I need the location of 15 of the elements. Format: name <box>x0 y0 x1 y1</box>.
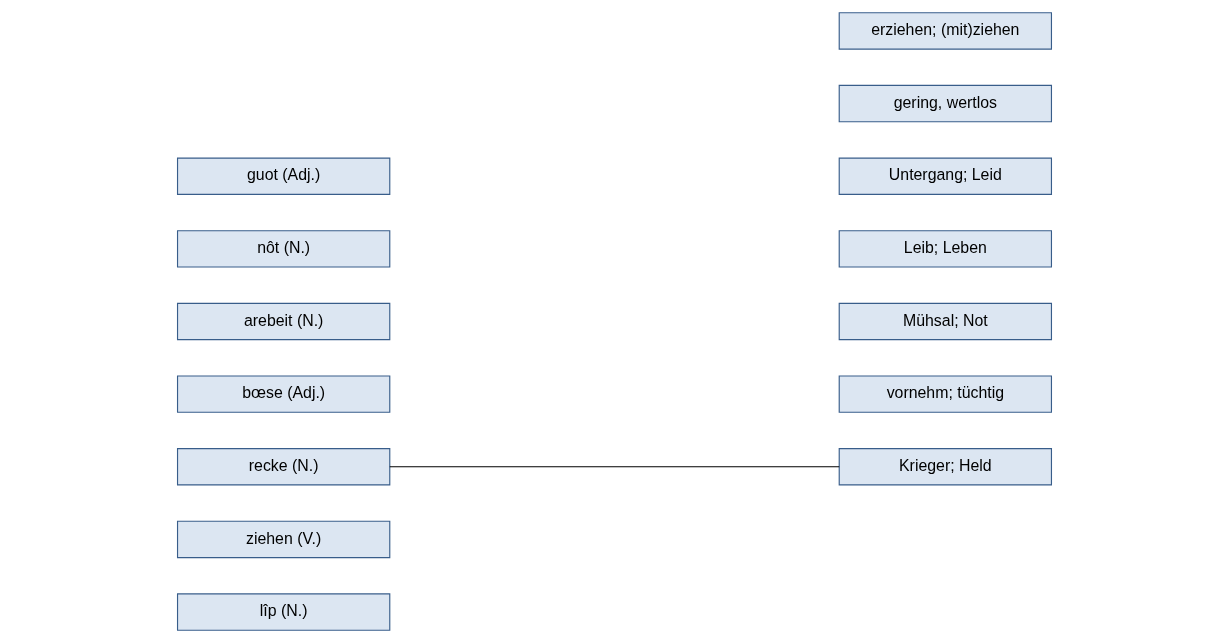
node-box: vornehm; tüchtig <box>838 375 1053 413</box>
node-box: lîp (N.) <box>176 593 391 631</box>
node-box: recke (N.) <box>176 448 391 486</box>
node-box: guot (Adj.) <box>176 157 391 195</box>
node-box: bœse (Adj.) <box>176 375 391 413</box>
node-box: erziehen; (mit)ziehen <box>838 12 1053 50</box>
node-box: Leib; Leben <box>838 230 1053 268</box>
node-box: ziehen (V.) <box>176 520 391 559</box>
node-box: gering, wertlos <box>838 84 1053 123</box>
node-box: Mühsal; Not <box>838 302 1053 341</box>
node-box: Untergang; Leid <box>838 157 1053 195</box>
node-box: Krieger; Held <box>838 448 1053 486</box>
node-box: nôt (N.) <box>176 230 391 268</box>
node-box: arebeit (N.) <box>176 302 391 341</box>
connector <box>389 466 840 468</box>
